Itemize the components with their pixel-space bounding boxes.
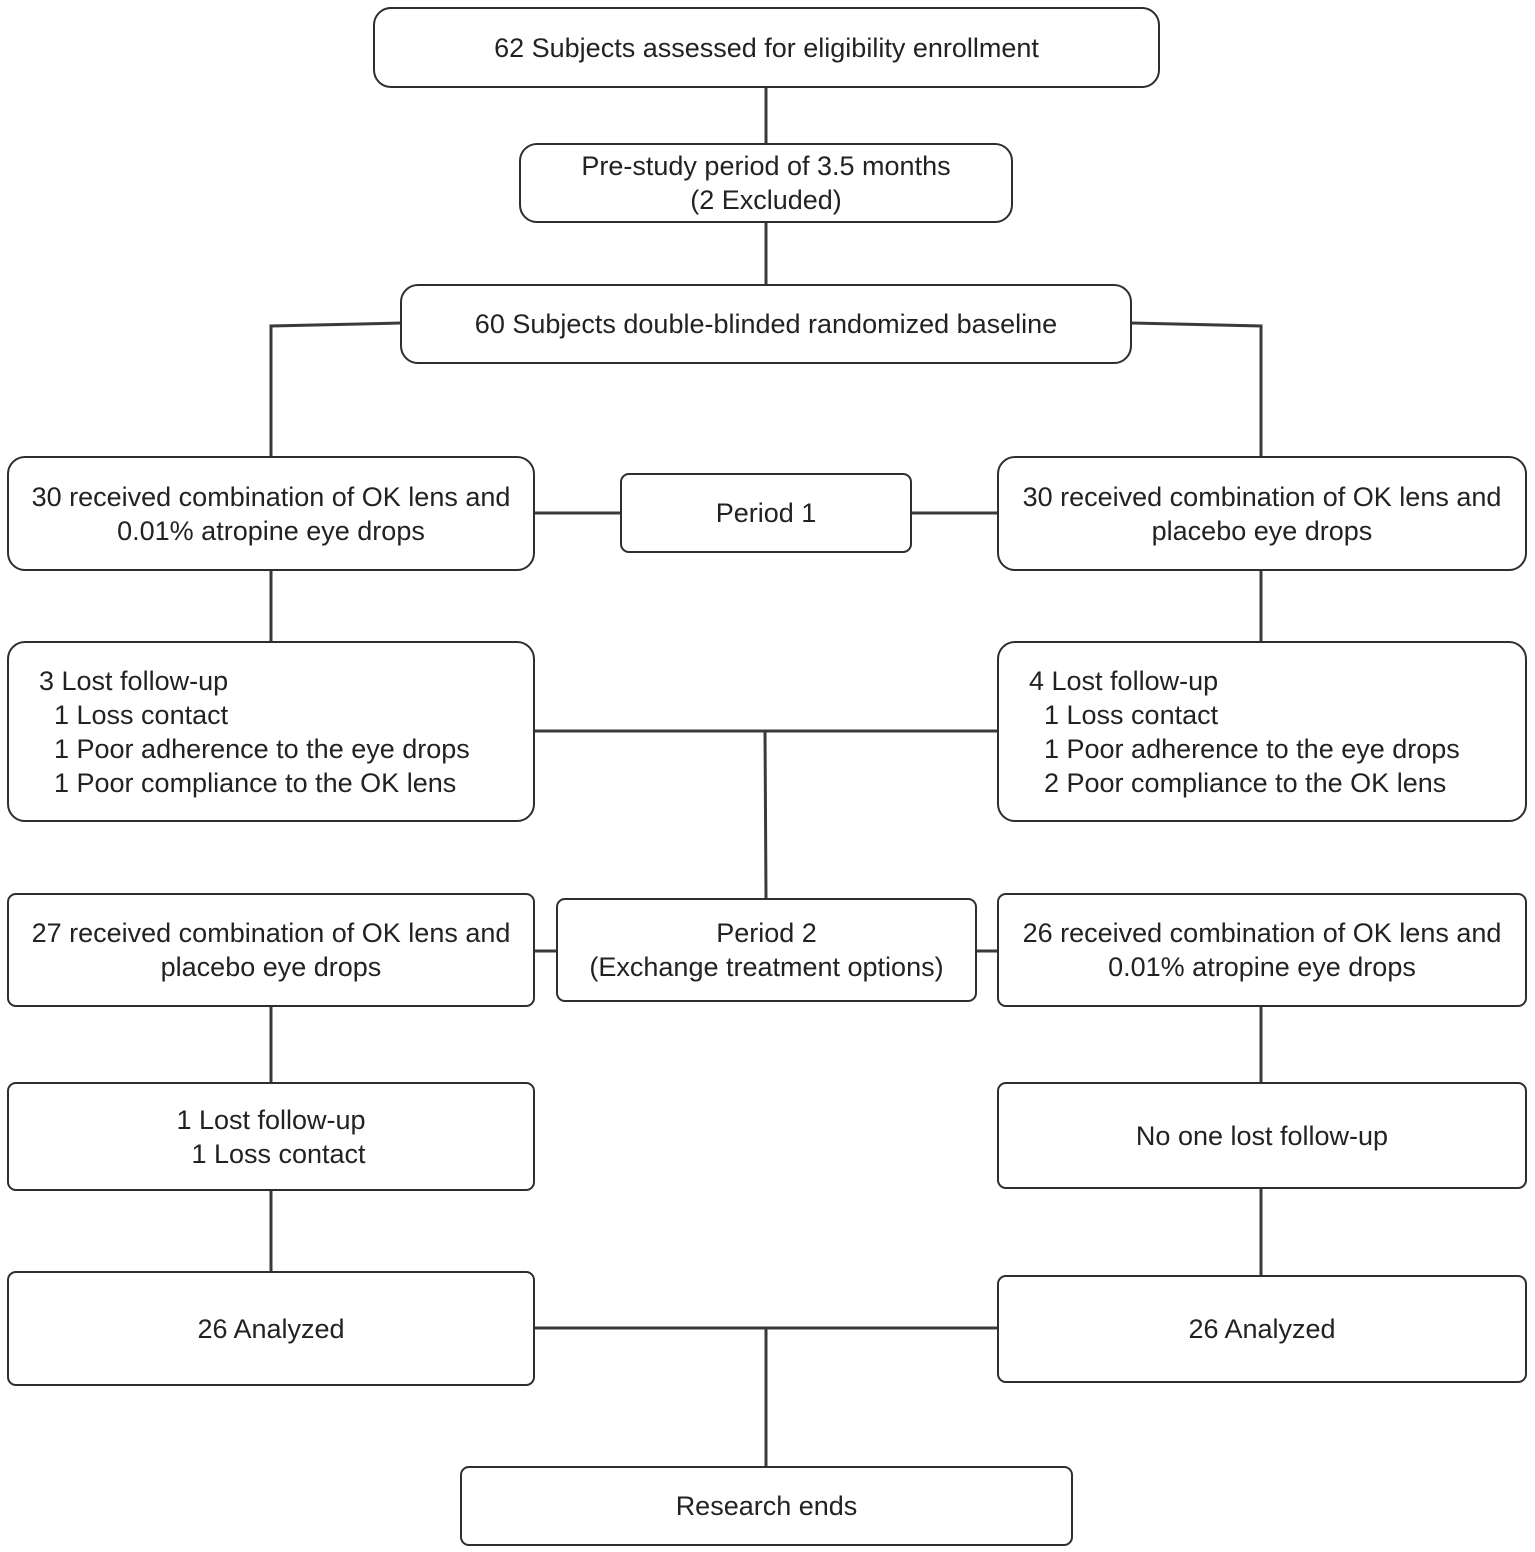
lost1-right-line3: 1 Poor adherence to the eye drops — [1029, 733, 1460, 764]
baseline-text: 60 Subjects double-blinded randomized ba… — [474, 309, 1058, 339]
research-ends-text: Research ends — [675, 1491, 858, 1521]
period2-box: Period 2 (Exchange treatment options) — [556, 898, 977, 1002]
lost2-left-box: 1 Lost follow-up 1 Loss contact — [7, 1082, 535, 1191]
analyzed-left-text: 26 Analyzed — [197, 1313, 345, 1344]
connector-join-period2 — [763, 730, 768, 899]
period2-right-box: 26 received combination of OK lens and 0… — [997, 893, 1527, 1007]
period1-right-line1: 30 received combination of OK lens and — [1022, 481, 1502, 512]
analyzed-left-box: 26 Analyzed — [7, 1271, 535, 1386]
enrollment-box: 62 Subjects assessed for eligibility enr… — [373, 7, 1160, 88]
period2-left-box: 27 received combination of OK lens and p… — [7, 893, 535, 1007]
analyzed-right-box: 26 Analyzed — [997, 1275, 1527, 1383]
lost1-left-line3: 1 Poor adherence to the eye drops — [39, 733, 470, 764]
lost2-right-box: No one lost follow-up — [997, 1082, 1527, 1189]
period1-label: Period 1 — [715, 498, 817, 528]
enrollment-text: 62 Subjects assessed for eligibility enr… — [494, 32, 1039, 63]
analyzed-right-text: 26 Analyzed — [1188, 1314, 1336, 1344]
period2-left-line2: placebo eye drops — [160, 952, 382, 982]
period2-right-line2: 0.01% atropine eye drops — [1108, 952, 1416, 982]
lost1-left-box: 3 Lost follow-up 1 Loss contact 1 Poor a… — [7, 641, 535, 822]
period1-left-line2: 0.01% atropine eye drops — [117, 515, 425, 546]
lost2-right-text: No one lost follow-up — [1135, 1120, 1389, 1151]
period2-line1: Period 2 — [716, 918, 817, 948]
prestudy-line1: Pre-study period of 3.5 months — [581, 151, 951, 181]
connector-baseline-right — [1130, 321, 1263, 456]
lost2-left-line1: 1 Lost follow-up — [176, 1104, 366, 1135]
lost1-left-line2: 1 Loss contact — [39, 699, 229, 730]
lost1-right-line4: 2 Poor compliance to the OK lens — [1029, 767, 1447, 798]
prestudy-line2: (2 Excluded) — [690, 185, 842, 215]
period1-right-line2: placebo eye drops — [1151, 515, 1373, 546]
lost2-left-line2: 1 Loss contact — [176, 1138, 366, 1169]
lost1-left-line4: 1 Poor compliance to the OK lens — [39, 767, 457, 798]
period2-left-line1: 27 received combination of OK lens and — [31, 918, 511, 948]
research-ends-box: Research ends — [460, 1466, 1073, 1546]
period2-right-line1: 26 received combination of OK lens and — [1022, 918, 1502, 948]
lost1-right-line1: 4 Lost follow-up — [1029, 665, 1219, 696]
period1-box: Period 1 — [620, 473, 912, 553]
period1-left-line1: 30 received combination of OK lens and — [31, 481, 511, 512]
connector-baseline-left — [269, 321, 402, 456]
lost1-right-box: 4 Lost follow-up 1 Loss contact 1 Poor a… — [997, 641, 1527, 822]
lost1-right-line2: 1 Loss contact — [1029, 699, 1219, 730]
period1-right-box: 30 received combination of OK lens and p… — [997, 456, 1527, 571]
period2-line2: (Exchange treatment options) — [589, 952, 944, 982]
prestudy-box: Pre-study period of 3.5 months (2 Exclud… — [519, 143, 1013, 223]
period1-left-box: 30 received combination of OK lens and 0… — [7, 456, 535, 571]
baseline-box: 60 Subjects double-blinded randomized ba… — [400, 284, 1132, 364]
lost1-left-line1: 3 Lost follow-up — [39, 665, 229, 696]
